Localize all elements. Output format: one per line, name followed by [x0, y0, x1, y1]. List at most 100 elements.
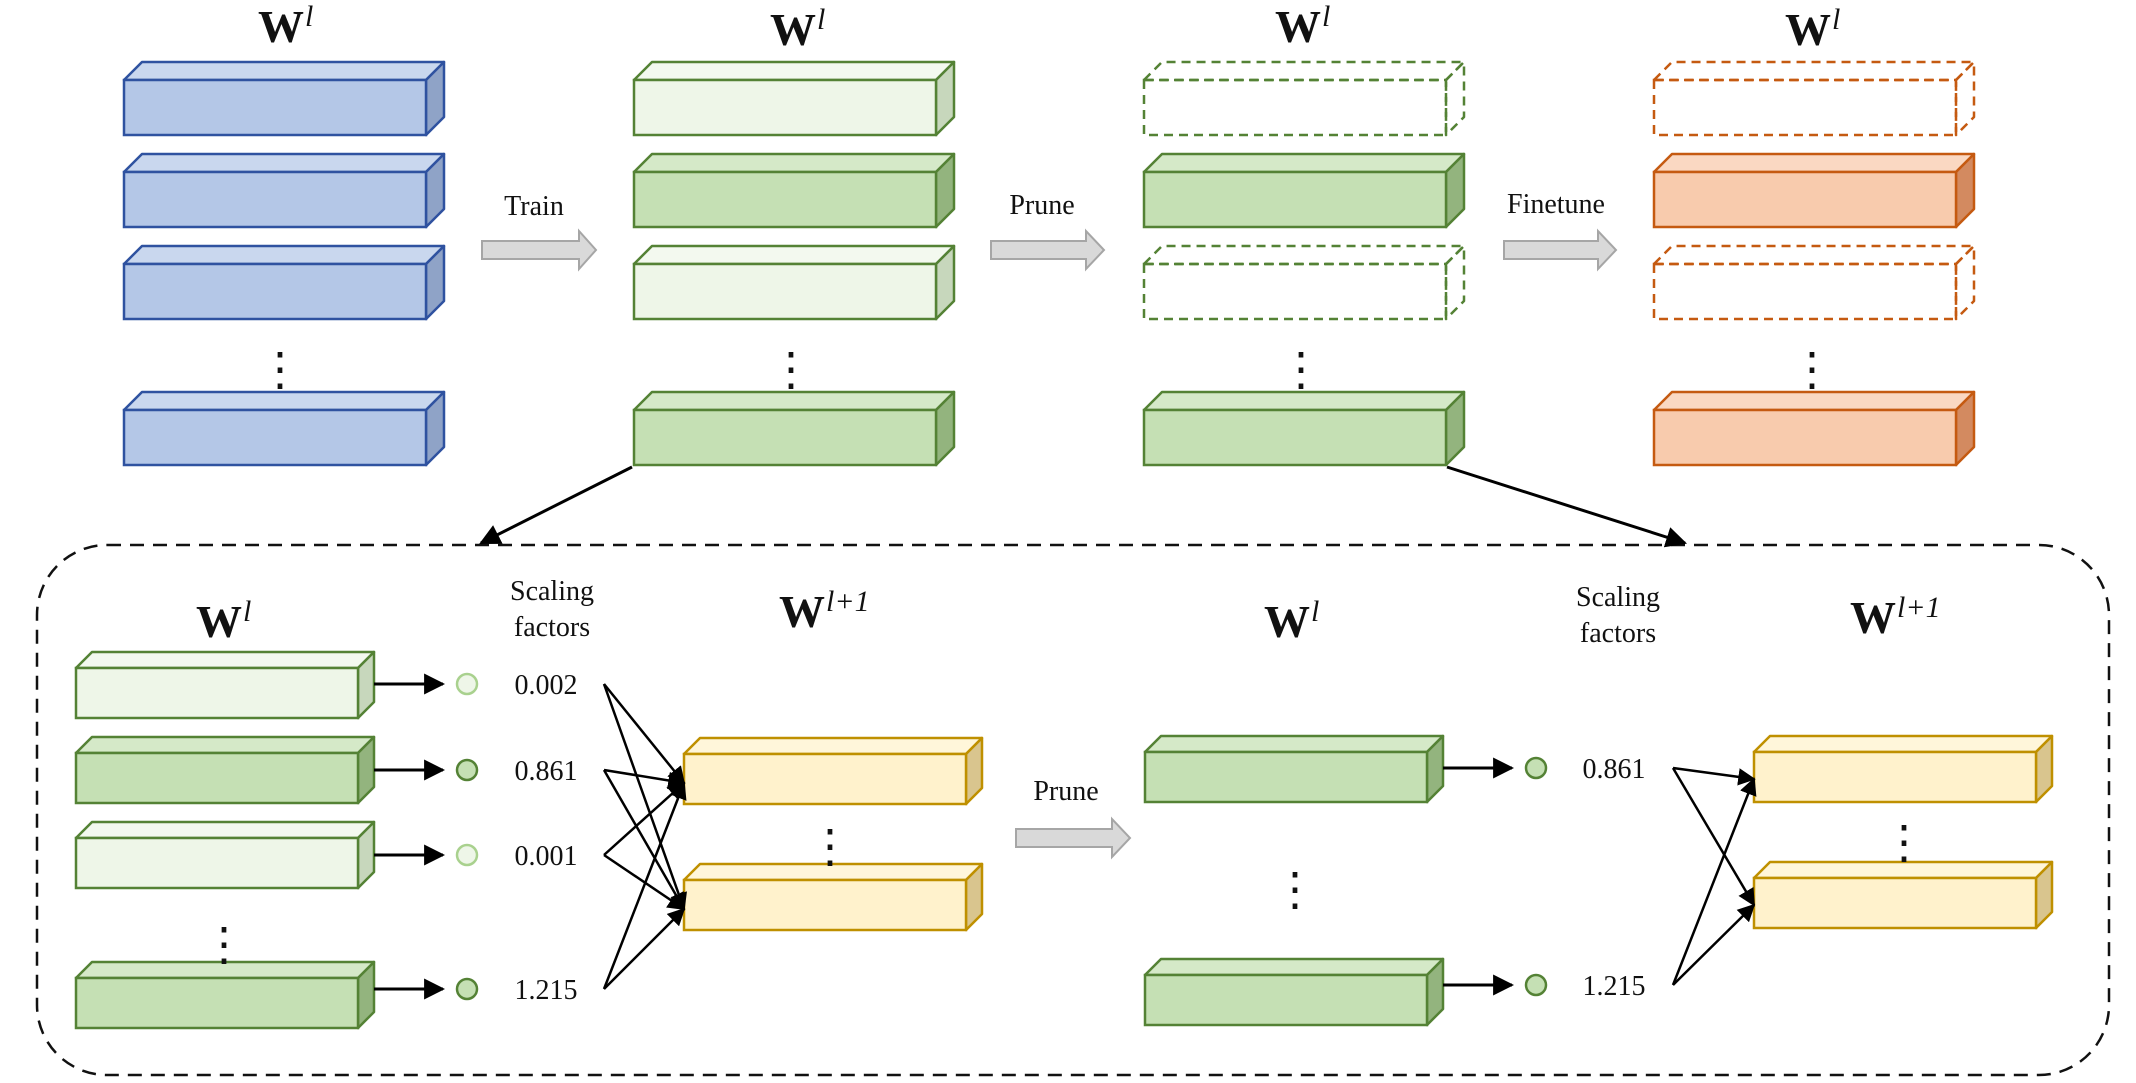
stage-2-filter-1 [632, 60, 956, 137]
detail-left-factor-value-1: 0.002 [515, 670, 578, 701]
detail-right-filter-2-front-face [1143, 973, 1429, 1027]
stage-3-filter-2-top-face [1142, 152, 1466, 174]
svg-text:l: l [1322, 0, 1330, 33]
stage-4-filter-1 [1652, 60, 1976, 137]
detail-left-filter-1-front-face [74, 666, 360, 720]
stage-1-filter-2-front-face [122, 170, 428, 229]
detail-left-filter-2-top-face [74, 735, 376, 755]
detail-left-factor-value-4: 1.215 [515, 975, 578, 1006]
svg-text:W: W [196, 596, 242, 647]
detail-left-filter-4 [74, 960, 376, 1030]
detail-left-next-filter-2 [682, 862, 984, 932]
detail-prune-arrow [1015, 816, 1132, 860]
detail-right-link-1-1 [1672, 766, 1756, 786]
stage-3-ellipsis: ⋮ [1278, 344, 1324, 395]
detail-left-filter-2 [74, 735, 376, 805]
zoom-arrow-right [1446, 465, 1688, 548]
detail-right-filter-1-front-face [1143, 750, 1429, 804]
stage-1-filter-4-front-face [122, 408, 428, 467]
detail-left-next-title: W l+1 [779, 585, 870, 637]
stage-2-filter-1-top-face [632, 60, 956, 82]
detail-left-factor-node-2 [455, 758, 479, 782]
stage-2-filter-3 [632, 244, 956, 321]
detail-right-next-filter-2-front-face [1752, 876, 2038, 930]
svg-text:l: l [1311, 595, 1319, 628]
stage-1-filter-3 [122, 244, 446, 321]
svg-text:factors: factors [514, 612, 590, 643]
detail-left-factor-value-3: 0.001 [515, 841, 578, 872]
detail-left-filter-1 [74, 650, 376, 720]
svg-text:l: l [305, 0, 313, 33]
detail-right-next-filters [1752, 734, 2054, 930]
svg-text:Prune: Prune [1009, 190, 1074, 221]
detail-right-next-filter-1 [1752, 734, 2054, 804]
stage-3-filter-2 [1142, 152, 1466, 229]
detail-left-link-2-2 [602, 769, 686, 911]
stage-1-filter-1-front-face [122, 78, 428, 137]
detail-right-connections [1443, 757, 1757, 996]
detail-right-factor-value-1: 0.861 [1583, 754, 1646, 785]
detail-right-factor-node-2 [1524, 973, 1548, 997]
stage-1-title: W l [258, 0, 313, 52]
stage-4-filter-4-front-face [1652, 408, 1958, 467]
stage-2-filter-4 [632, 390, 956, 467]
svg-text:W: W [1264, 596, 1310, 647]
detail-right-next-filter-2 [1752, 860, 2054, 930]
stage-4-filter-1-top-face [1652, 60, 1976, 82]
prune-transition: Prune [990, 190, 1106, 272]
stage-4-title: W l [1785, 3, 1840, 55]
svg-text:W: W [1275, 1, 1321, 52]
stage-1-filter-4 [122, 390, 446, 467]
svg-text:Finetune: Finetune [1507, 189, 1605, 220]
stage-1-initial-filters [122, 60, 446, 467]
detail-left-link-3-2 [603, 853, 686, 911]
detail-left-filter-3 [74, 820, 376, 890]
detail-left-filter-2-front-face [74, 751, 360, 805]
detail-left-link-4-2 [603, 907, 686, 990]
detail-right-next-ellipsis: ⋮ [1881, 817, 1927, 868]
detail-left-factor-node-4 [455, 977, 479, 1001]
train-arrow [481, 228, 598, 272]
svg-text:W: W [779, 586, 825, 637]
stage-1-filter-1-top-face [122, 60, 446, 82]
detail-right-filter-1-top-face [1143, 734, 1445, 754]
stage-3-filter-4 [1142, 390, 1466, 467]
svg-text:l: l [243, 595, 251, 628]
svg-text:W: W [258, 1, 304, 52]
stage-3-filter-3-side-face [1444, 244, 1466, 321]
detail-left-ellipsis: ⋮ [201, 919, 247, 970]
stage-4-ellipsis: ⋮ [1789, 344, 1835, 395]
stage-4-filter-3-front-face [1652, 262, 1958, 321]
finetune-transition: Finetune [1503, 189, 1618, 272]
detail-left-factor-node-1 [455, 672, 479, 696]
stage-2-filter-2-top-face [632, 152, 956, 174]
detail-right-ellipsis: ⋮ [1272, 864, 1318, 915]
detail-left-filter-1-top-face [74, 650, 376, 670]
stage-3-filter-3-top-face [1142, 244, 1466, 266]
finetune-arrow [1503, 228, 1618, 272]
detail-left-factor-values: 0.002 0.861 0.001 1.215 [455, 670, 578, 1006]
stage-3-filter-1 [1142, 60, 1466, 137]
svg-text:W: W [770, 4, 816, 55]
stage-2-filter-2-front-face [632, 170, 938, 229]
detail-left-scaling-label: Scaling factors [510, 576, 594, 643]
detail-right-next-filter-1-front-face [1752, 750, 2038, 804]
stage-4-filter-1-side-face [1954, 60, 1976, 137]
detail-left-factor-value-2: 0.861 [515, 756, 578, 787]
stage-4-filter-4 [1652, 390, 1976, 467]
stage-3-filter-1-side-face [1444, 60, 1466, 137]
svg-text:Scaling: Scaling [1576, 582, 1660, 613]
svg-text:Train: Train [504, 191, 564, 222]
stage-3-filter-1-top-face [1142, 60, 1466, 82]
stage-2-filter-3-top-face [632, 244, 956, 266]
detail-right-filter-1 [1143, 734, 1445, 804]
stage-3-filter-3-front-face [1142, 262, 1448, 321]
detail-left-link-4-1 [602, 781, 687, 990]
detail-left-next-ellipsis: ⋮ [807, 821, 853, 872]
detail-right-factor-node-1 [1524, 756, 1548, 780]
detail-right-next-filter-1-top-face [1752, 734, 2054, 754]
detail-right-filter-2-top-face [1143, 957, 1445, 977]
detail-left-filters [74, 650, 376, 1030]
